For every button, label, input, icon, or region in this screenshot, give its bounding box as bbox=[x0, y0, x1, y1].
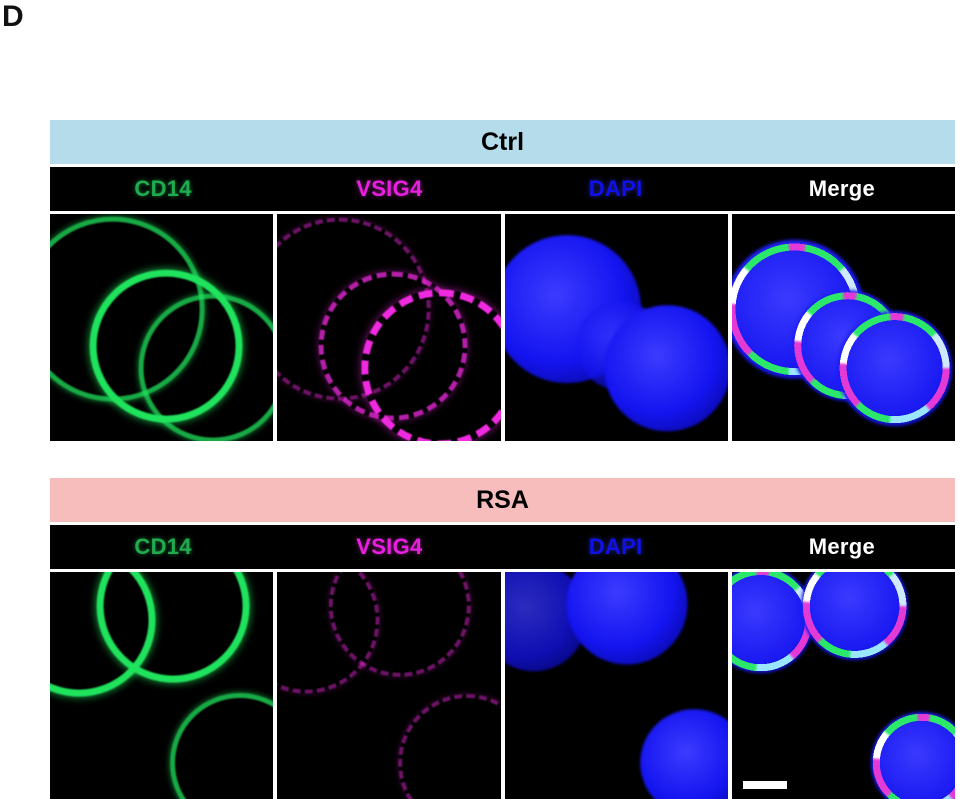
group-ctrl: Ctrl CD14 VSIG4 DAPI Merge bbox=[50, 120, 955, 441]
channel-label-bar-ctrl: CD14 VSIG4 DAPI Merge bbox=[50, 167, 955, 211]
micrograph-rsa-dapi bbox=[505, 572, 728, 799]
channel-label-vsig4-ctrl: VSIG4 bbox=[276, 167, 502, 211]
channel-label-bar-rsa: CD14 VSIG4 DAPI Merge bbox=[50, 525, 955, 569]
channel-label-merge-rsa: Merge bbox=[729, 525, 955, 569]
channel-label-cd14-ctrl: CD14 bbox=[50, 167, 276, 211]
merged-membrane-rim bbox=[781, 572, 927, 679]
merged-membrane-rim bbox=[853, 694, 955, 799]
cell-nucleus bbox=[567, 572, 688, 664]
channel-label-cd14-rsa: CD14 bbox=[50, 525, 276, 569]
cell-membrane-ring bbox=[139, 294, 274, 441]
cell-nucleus bbox=[640, 709, 727, 799]
micrograph-ctrl-vsig4 bbox=[277, 214, 500, 441]
cell-membrane-ring bbox=[170, 693, 273, 799]
merged-cell bbox=[859, 700, 955, 799]
cell-nucleus bbox=[605, 306, 728, 431]
panel-letter: D bbox=[2, 2, 24, 32]
image-row-rsa bbox=[50, 572, 955, 799]
group-rsa: RSA CD14 VSIG4 DAPI Merge bbox=[50, 478, 955, 799]
group-title-ctrl: Ctrl bbox=[50, 120, 955, 164]
micrograph-ctrl-cd14 bbox=[50, 214, 273, 441]
group-title-rsa: RSA bbox=[50, 478, 955, 522]
scale-bar bbox=[743, 781, 787, 789]
merged-cell bbox=[787, 572, 921, 673]
micrograph-rsa-vsig4 bbox=[277, 572, 500, 799]
micrograph-ctrl-merge bbox=[732, 214, 955, 441]
cell-membrane-ring bbox=[398, 694, 500, 799]
micrograph-rsa-cd14 bbox=[50, 572, 273, 799]
merged-cell bbox=[823, 297, 955, 440]
channel-label-dapi-ctrl: DAPI bbox=[503, 167, 729, 211]
image-row-ctrl bbox=[50, 214, 955, 441]
channel-label-vsig4-rsa: VSIG4 bbox=[276, 525, 502, 569]
micrograph-rsa-merge bbox=[732, 572, 955, 799]
channel-label-merge-ctrl: Merge bbox=[729, 167, 955, 211]
micrograph-ctrl-dapi bbox=[505, 214, 728, 441]
channel-label-dapi-rsa: DAPI bbox=[503, 525, 729, 569]
merged-membrane-rim bbox=[817, 291, 955, 441]
